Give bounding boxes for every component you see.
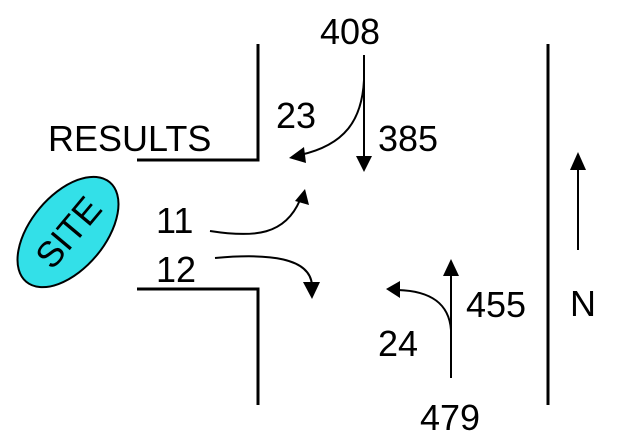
site-exit-right-arrow — [214, 255, 320, 299]
south-left-turn-label: 24 — [378, 323, 418, 364]
site-ellipse: SITE — [16, 175, 120, 289]
south-through-arrow — [443, 259, 459, 378]
south-left-turn-arrow — [386, 281, 452, 331]
north-through-arrow — [356, 55, 372, 172]
south-approach-total-label: 479 — [420, 397, 480, 438]
road-edge-northwest — [137, 44, 260, 162]
north-arrow-icon — [570, 152, 586, 250]
diagram-title: RESULTS — [48, 118, 211, 159]
north-right-turn-arrow — [289, 79, 365, 163]
site-exit-left-arrow — [209, 189, 309, 236]
north-right-turn-label: 23 — [276, 95, 316, 136]
north-approach-total-label: 408 — [320, 11, 380, 52]
south-through-label: 455 — [466, 284, 526, 325]
site-exit-right-label: 12 — [156, 249, 196, 290]
north-through-label: 385 — [378, 118, 438, 159]
road-edge-southwest — [137, 287, 260, 405]
site-exit-left-label: 11 — [156, 200, 193, 241]
north-label: N — [570, 283, 596, 324]
